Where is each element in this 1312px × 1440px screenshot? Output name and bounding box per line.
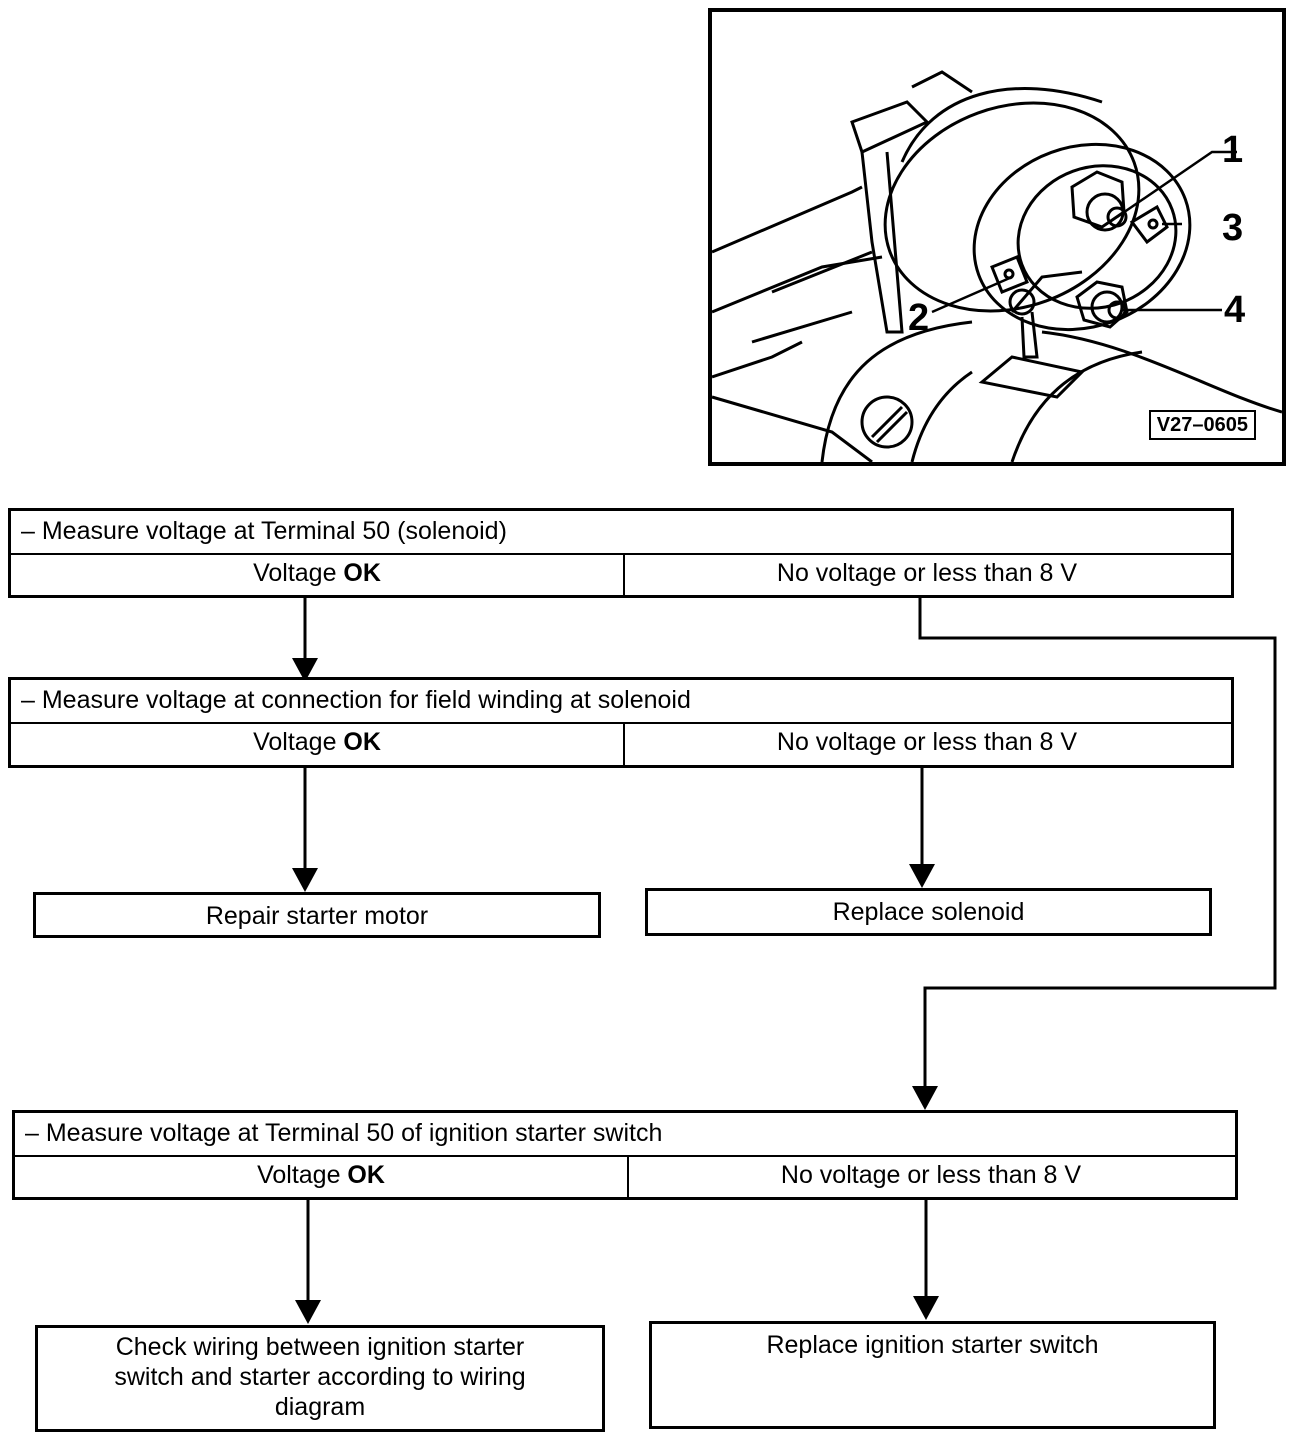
step-instruction: – Measure voltage at Terminal 50 of igni… (15, 1113, 1235, 1157)
result-replace-ignition-switch: Replace ignition starter switch (649, 1321, 1216, 1429)
step-field-winding-connection: – Measure voltage at connection for fiel… (8, 677, 1234, 768)
callout-3: 3 (1222, 207, 1243, 249)
step-terminal-50-ignition-switch: – Measure voltage at Terminal 50 of igni… (12, 1110, 1238, 1200)
branch-no-voltage: No voltage or less than 8 V (780, 1161, 1082, 1189)
result-replace-solenoid: Replace solenoid (645, 888, 1212, 936)
step-instruction: – Measure voltage at connection for fiel… (11, 680, 1231, 724)
branch-no-voltage: No voltage or less than 8 V (776, 728, 1078, 756)
step-instruction: – Measure voltage at Terminal 50 (soleno… (11, 511, 1231, 555)
callout-4: 4 (1224, 289, 1245, 331)
result-repair-starter-motor: Repair starter motor (33, 892, 601, 938)
solenoid-drawing: 1 3 2 4 (712, 70, 1282, 462)
step-terminal-50-solenoid: – Measure voltage at Terminal 50 (soleno… (8, 508, 1234, 598)
branch-voltage-ok: Voltage OK (11, 553, 625, 595)
result-check-wiring: Check wiring between ignition starter sw… (35, 1325, 605, 1432)
branch-voltage-ok: Voltage OK (11, 722, 625, 765)
figure-id-label: V27–0605 (1148, 410, 1256, 440)
branch-no-voltage: No voltage or less than 8 V (776, 559, 1078, 587)
result-line: switch and starter according to wiring (114, 1363, 526, 1391)
result-line: Check wiring between ignition starter (115, 1333, 525, 1361)
result-line: diagram (274, 1393, 366, 1421)
callout-1: 1 (1222, 129, 1243, 171)
callout-2: 2 (908, 297, 929, 339)
arrow-step1-fail (918, 594, 1277, 1090)
starter-solenoid-illustration: 1 3 2 4 V27–0605 (708, 8, 1286, 466)
branch-voltage-ok: Voltage OK (15, 1155, 629, 1197)
